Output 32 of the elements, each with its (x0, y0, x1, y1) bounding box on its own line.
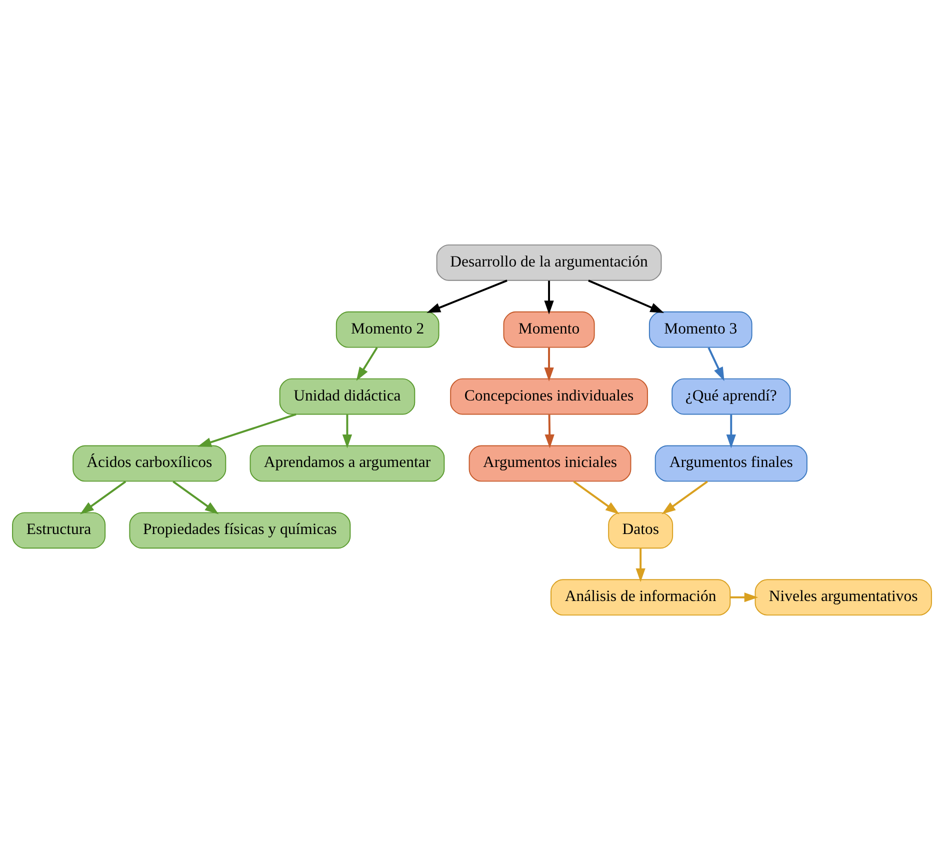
arrow (544, 414, 554, 448)
node-box: ¿Qué aprendí? (672, 378, 791, 414)
node-box: Aprendamos a argumentar (250, 444, 445, 482)
arrow (356, 346, 378, 380)
arrow (662, 480, 708, 514)
arrow (588, 279, 664, 312)
node-box: Concepciones individuales (450, 378, 648, 414)
node-box: Ácidos carboxílicos (72, 444, 226, 482)
arrow (726, 414, 736, 448)
arrow (708, 346, 724, 381)
node-box: Momento (503, 310, 595, 348)
node-box: Desarrollo de la argumentación (436, 244, 662, 280)
arrow (636, 548, 646, 582)
arrow (426, 279, 508, 312)
node-box: Niveles argumentativos (754, 578, 932, 616)
node-box: Unidad didáctica (279, 378, 416, 414)
node-box: Estructura (12, 512, 106, 548)
arrow (172, 480, 219, 514)
arrow (544, 347, 554, 381)
node-box: Argumentos iniciales (468, 444, 632, 482)
arrow (730, 592, 758, 602)
arrow (573, 480, 620, 514)
arrow (198, 412, 296, 446)
node-box: Datos (608, 512, 674, 548)
arrow (342, 414, 352, 448)
node-box: Momento 2 (336, 310, 440, 348)
node-box: Momento 3 (648, 310, 752, 348)
arrow (544, 280, 554, 314)
arrow (80, 480, 126, 514)
node-box: Análisis de información (550, 578, 731, 616)
node-box: Propiedades físicas y químicas (129, 512, 351, 548)
node-box: Argumentos finales (654, 444, 808, 482)
